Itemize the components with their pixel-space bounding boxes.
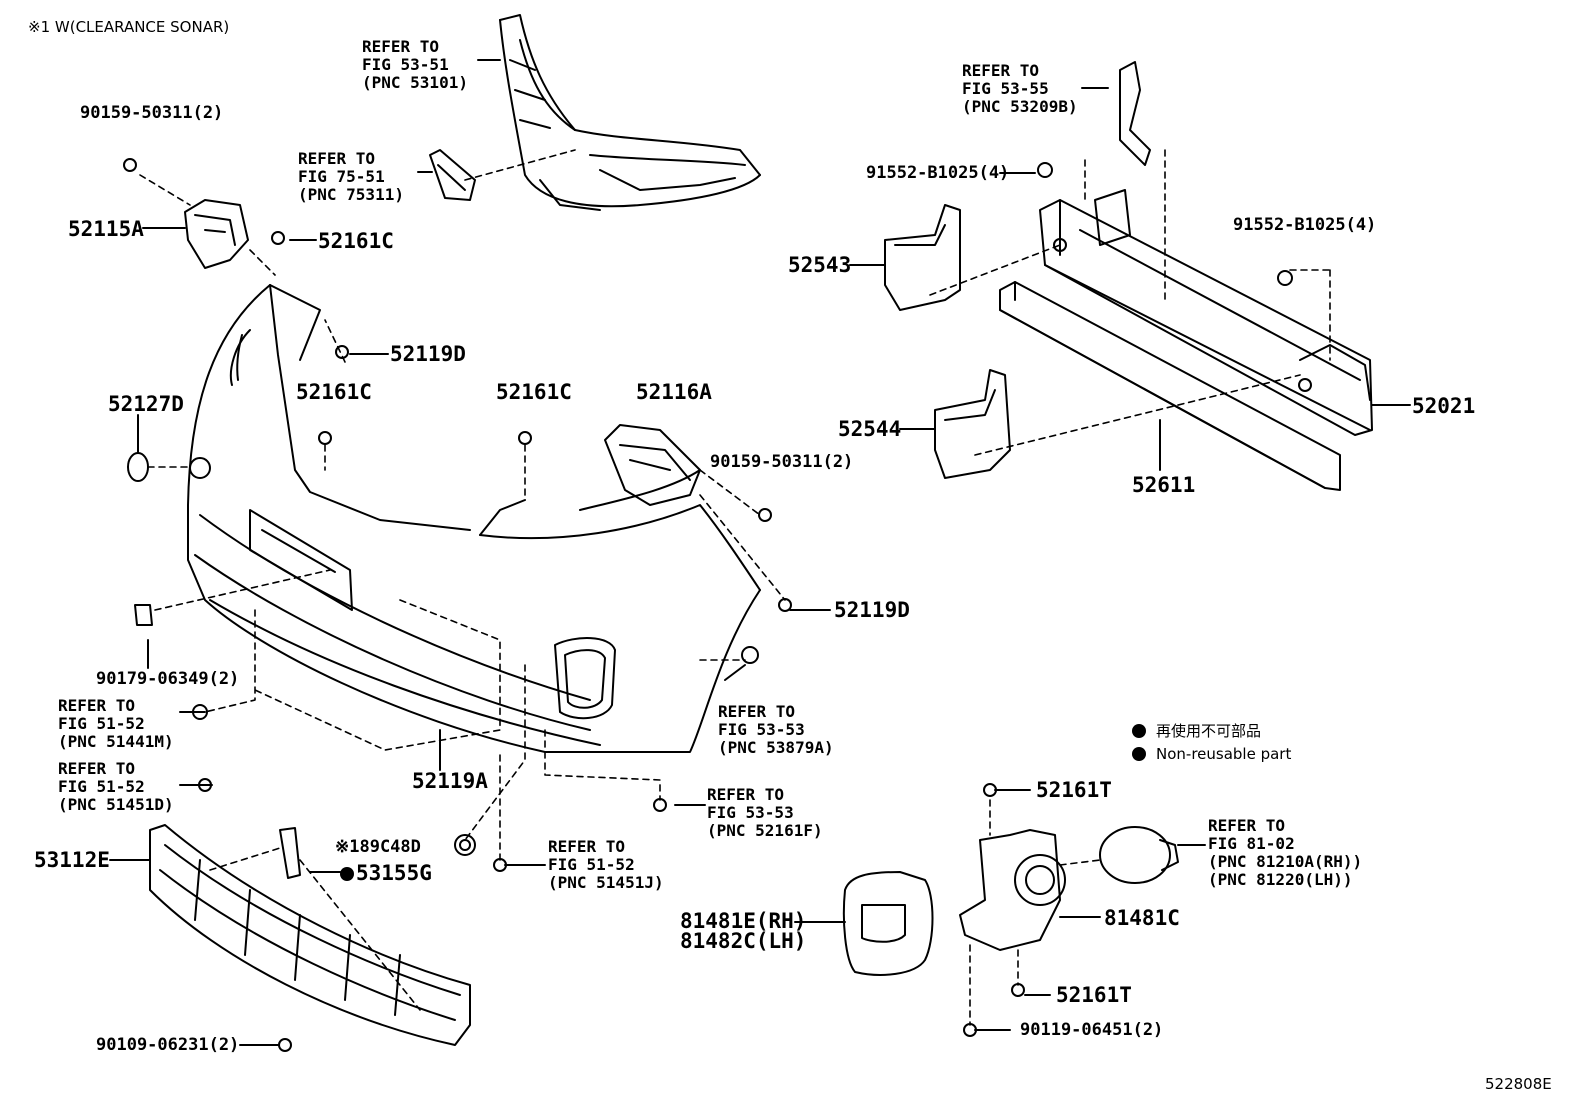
absorber-52611 [999, 281, 1341, 491]
clearance-sonar-note: ※1 W(CLEARANCE SONAR) [28, 18, 230, 36]
ref-line: FIG 51-52 [58, 777, 145, 796]
part-90159-50311-mid: 90159-50311(2) [710, 452, 854, 472]
legend-dot-icon [1132, 747, 1146, 761]
ref-fig-53-51: REFER TO FIG 53-51 (PNC 53101) [362, 38, 468, 92]
ref-line: REFER TO [548, 837, 626, 856]
ref-line: FIG 75-51 [298, 167, 385, 186]
ref-line: (PNC 51441M) [58, 732, 174, 751]
part-52021: 52021 [1412, 394, 1476, 418]
part-52115A: 52115A [68, 217, 144, 241]
part-52161T-a: 52161T [1036, 778, 1112, 802]
part-91552-B1025-a: 91552-B1025(4) [866, 163, 1010, 183]
diagram-id: 522808E [1485, 1075, 1552, 1093]
ref-line: (PNC 51451J) [548, 873, 664, 892]
part-81481C: 81481C [1104, 906, 1180, 930]
ref-line: (PNC 53879A) [718, 738, 834, 757]
ref-fig-53-53-a: REFER TO FIG 53-53 (PNC 53879A) [718, 703, 834, 757]
legend-english-text: Non-reusable part [1156, 745, 1292, 763]
legend-english: Non-reusable part [1132, 745, 1291, 763]
ref-line: REFER TO [707, 785, 785, 804]
part-52119D-b: 52119D [834, 598, 910, 622]
grille-assembly-53101 [499, 14, 761, 211]
part-52116A: 52116A [636, 380, 712, 404]
non-reusable-dot-icon [340, 867, 354, 881]
part-52119A: 52119A [412, 769, 488, 793]
ref-line: FIG 51-52 [548, 855, 635, 874]
ref-fig-75-51: REFER TO FIG 75-51 (PNC 75311) [298, 150, 404, 204]
part-52127D: 52127D [108, 392, 184, 416]
part-52119D-a: 52119D [390, 342, 466, 366]
part-52161C-b: 52161C [296, 380, 372, 404]
ref-line: REFER TO [718, 702, 796, 721]
part-52543: 52543 [788, 253, 852, 277]
ref-line: REFER TO [58, 759, 136, 778]
ref-line: (PNC 81210A(RH)) [1208, 852, 1363, 871]
ref-line: REFER TO [362, 37, 440, 56]
leader-lines [109, 59, 1411, 1046]
part-89C48D: ※189C48D [335, 837, 421, 857]
part-91552-B1025-b: 91552-B1025(4) [1233, 215, 1377, 235]
lower-grille-53112E [149, 824, 471, 1046]
part-53112E: 53112E [34, 848, 110, 872]
part-52611: 52611 [1132, 473, 1196, 497]
part-53155G: 53155G [340, 862, 432, 884]
part-81481E-rh: 81481E(RH) [680, 909, 807, 933]
ref-line: REFER TO [58, 696, 136, 715]
spacer-52543 [884, 204, 961, 311]
spacer-52544 [934, 369, 1011, 479]
part-90159-50311-top: 90159-50311(2) [80, 103, 224, 123]
part-52161T-b: 52161T [1056, 983, 1132, 1007]
ref-fig-51-52-a: REFER TO FIG 51-52 (PNC 51441M) [58, 697, 174, 751]
ref-line: FIG 81-02 [1208, 834, 1295, 853]
ref-line: FIG 51-52 [58, 714, 145, 733]
ref-line: (PNC 52161F) [707, 821, 823, 840]
part-53155G-text: 53155G [356, 861, 432, 885]
ref-line: (PNC 53209B) [962, 97, 1078, 116]
ref-fig-51-52-b: REFER TO FIG 51-52 (PNC 51451D) [58, 760, 174, 814]
ref-fig-81-02: REFER TO FIG 81-02 (PNC 81210A(RH)) (PNC… [1208, 817, 1362, 889]
legend-japanese: 再使用不可部品 [1132, 720, 1261, 741]
ref-line: (PNC 81220(LH)) [1208, 870, 1353, 889]
bracket-52116A [604, 424, 701, 506]
bracket-53209B [1119, 61, 1151, 166]
part-52161C-a: 52161C [318, 229, 394, 253]
ref-fig-51-52-c: REFER TO FIG 51-52 (PNC 51451J) [548, 838, 664, 892]
fog-bezel-81481E [842, 871, 934, 976]
fasteners [123, 158, 1293, 1052]
guide-lines [139, 149, 1331, 1026]
ref-line: (PNC 53101) [362, 73, 468, 92]
sensor-cap-52127D [127, 414, 149, 482]
part-90109-06231: 90109-06231(2) [96, 1035, 240, 1055]
ref-line: FIG 53-53 [718, 720, 805, 739]
ref-fig-53-55: REFER TO FIG 53-55 (PNC 53209B) [962, 62, 1078, 116]
fog-lamp-81210 [1099, 826, 1179, 884]
ref-line: REFER TO [1208, 816, 1286, 835]
part-90179-06349: 90179-06349(2) [96, 669, 240, 689]
reinforcement-52021 [1039, 189, 1373, 436]
ref-line: FIG 53-51 [362, 55, 449, 74]
emblem-piece-75311 [429, 149, 476, 201]
ref-line: FIG 53-55 [962, 79, 1049, 98]
part-52161C-c: 52161C [496, 380, 572, 404]
ref-line: REFER TO [962, 61, 1040, 80]
ref-fig-53-53-b: REFER TO FIG 53-53 (PNC 52161F) [707, 786, 823, 840]
part-90119-06451: 90119-06451(2) [1020, 1020, 1164, 1040]
bumper-cover-52119A [187, 284, 761, 753]
ref-line: FIG 53-53 [707, 803, 794, 822]
bracket-52115A [184, 199, 249, 269]
part-52544: 52544 [838, 417, 902, 441]
ref-line: (PNC 51451D) [58, 795, 174, 814]
ref-line: (PNC 75311) [298, 185, 404, 204]
part-81482C-lh: 81482C(LH) [680, 929, 807, 953]
legend-japanese-text: 再使用不可部品 [1156, 722, 1262, 740]
ref-line: REFER TO [298, 149, 376, 168]
legend-dot-icon [1132, 724, 1146, 738]
fog-bracket-81481C [959, 829, 1066, 951]
